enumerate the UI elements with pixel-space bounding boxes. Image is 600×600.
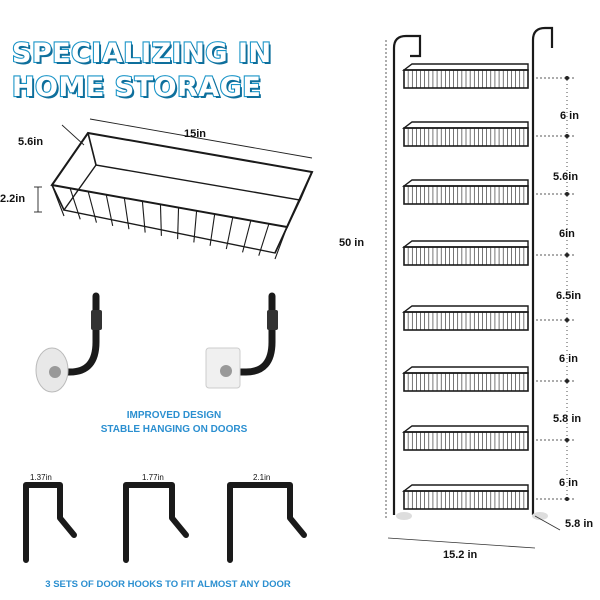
basket-wire <box>209 213 216 246</box>
door-hook-small <box>23 482 77 563</box>
headline-line-2: HOME STORAGE <box>11 71 262 104</box>
basket-wire <box>242 220 252 253</box>
shelf-spacing-5: 6 in <box>559 353 578 365</box>
door-hook-medium <box>123 482 189 563</box>
rack-shelf <box>401 305 529 331</box>
shelf-spacing-3: 6in <box>559 228 575 240</box>
basket-length-label: 15in <box>184 128 207 140</box>
basket-wire <box>69 188 81 220</box>
door-hook-large <box>227 482 307 563</box>
rack-shelf <box>401 240 529 266</box>
rack-shelf <box>401 63 529 89</box>
rack-shelf <box>401 425 529 451</box>
hook-size-3: 2.1in <box>253 473 271 482</box>
basket-wire <box>177 207 180 240</box>
shelf-spacing-7: 6 in <box>559 477 578 489</box>
stable-hanging-caption: STABLE HANGING ON DOORS <box>100 424 248 435</box>
basket-wire <box>225 217 234 250</box>
headline-line-1: SPECIALIZING IN <box>11 37 272 70</box>
basket-height-label: 2.2in <box>0 193 26 205</box>
shelf-spacing-6: 5.8 in <box>553 413 582 425</box>
basket-wire <box>141 201 146 233</box>
rack-shelf <box>401 484 529 510</box>
round-suction-hook <box>35 292 102 393</box>
basket-wire <box>258 223 270 256</box>
improved-design-caption: IMPROVED DESIGN <box>126 410 222 421</box>
hook-size-2: 1.77in <box>142 473 164 482</box>
shelf-spacing-4: 6.5in <box>556 290 582 302</box>
hook-size-1: 1.37in <box>30 473 52 482</box>
rack-shelf <box>401 366 529 392</box>
basket-depth-label: 5.6in <box>18 136 44 148</box>
rack-depth-label: 5.8 in <box>565 518 594 530</box>
rack-height-label: 50 in <box>339 237 365 249</box>
door-hooks-caption: 3 SETS OF DOOR HOOKS TO FIT ALMOST ANY D… <box>45 579 291 590</box>
square-adhesive-hook <box>205 292 278 389</box>
basket-wire <box>105 194 114 227</box>
basket-wire <box>51 184 65 217</box>
basket-wire <box>193 210 198 243</box>
rack-width-label: 15.2 in <box>443 549 478 561</box>
shelf-spacing-1: 6 in <box>560 110 579 122</box>
rack-shelf <box>401 179 529 205</box>
basket-wire <box>159 204 162 236</box>
rack-shelf <box>401 121 529 147</box>
basket-wire <box>123 197 130 230</box>
shelf-spacing-2: 5.6in <box>553 171 579 183</box>
basket-wire <box>274 226 288 260</box>
basket-wire <box>87 191 97 223</box>
